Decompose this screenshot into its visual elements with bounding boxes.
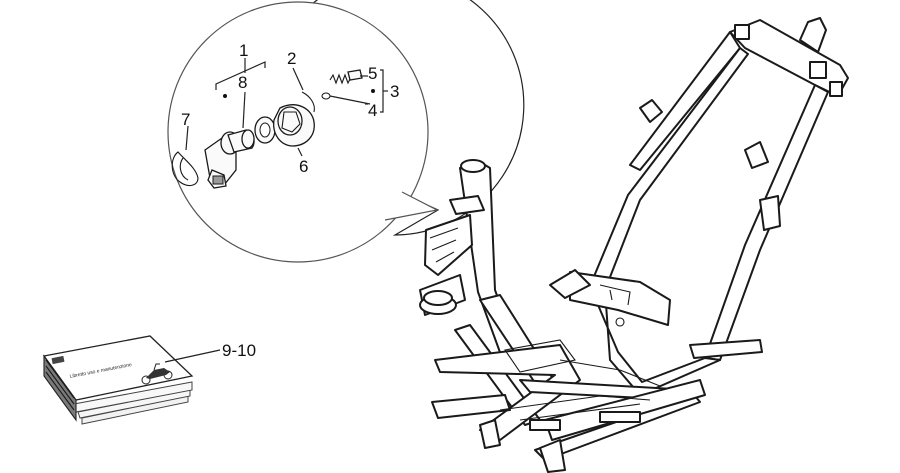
- part-5-spring: [329, 69, 363, 85]
- callout-6: 6: [299, 157, 308, 176]
- callout-2: 2: [287, 49, 296, 68]
- part-2-spring-clip: [292, 67, 315, 113]
- part-6-housing: [273, 104, 315, 157]
- scooter-frame: [419, 17, 849, 473]
- callout-5: 5: [368, 64, 377, 83]
- callout-1: 1: [239, 41, 248, 60]
- callout-3: 3: [390, 82, 399, 101]
- callout-4: 4: [368, 101, 377, 120]
- callout-bracket-3: [360, 69, 388, 113]
- callout-bracket-1: [215, 58, 266, 98]
- part-8-lock-cylinder: [227, 91, 255, 153]
- part-7-clip: [171, 125, 199, 187]
- callout-7: 7: [181, 110, 190, 129]
- callout-9-10: 9-10: [222, 341, 256, 360]
- manual-cover-scooter-image: [141, 363, 173, 385]
- owners-manual-booklet: Libretto uso e manutenzione: [42, 335, 221, 425]
- part-ring: [254, 116, 276, 144]
- part-4-pin: [321, 92, 371, 105]
- callout-8: 8: [238, 73, 247, 92]
